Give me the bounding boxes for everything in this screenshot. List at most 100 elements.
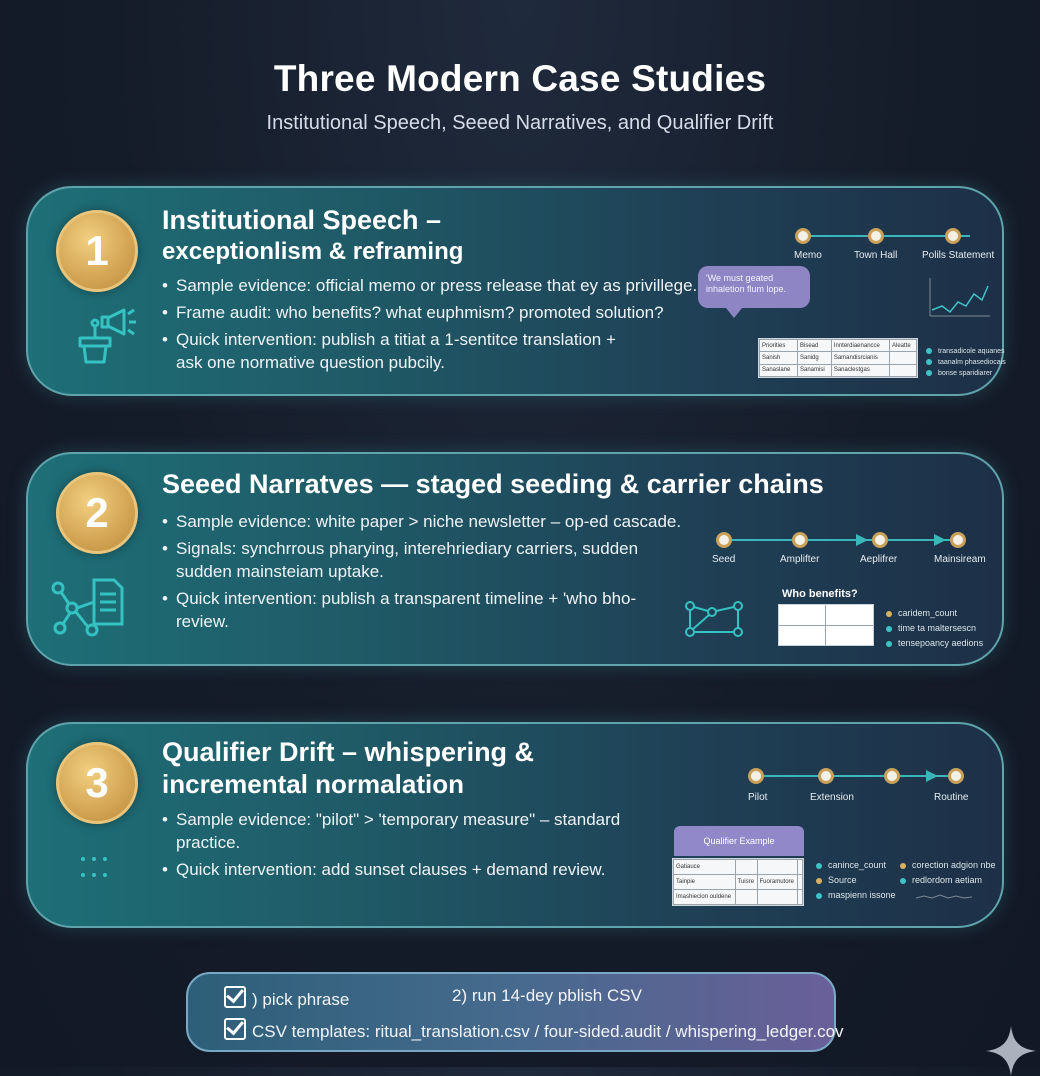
table-cell: Bisead: [797, 338, 832, 353]
legend-dot: [926, 348, 932, 355]
legend-item: caridem_count: [886, 606, 983, 621]
legend-item: transadicole aquanes: [926, 346, 1006, 357]
podium-megaphone-icon: [78, 308, 136, 364]
table-cell: Priorities: [759, 338, 798, 353]
case-number-badge: 3: [56, 742, 138, 824]
legend-dot: [816, 877, 822, 884]
legend-item: corection adgion nbe: [900, 858, 996, 873]
legend: caridem_count time ta maltersescn tensep…: [886, 606, 983, 651]
checkbox-checked-icon[interactable]: [224, 1018, 246, 1040]
timeline-label: Memo: [794, 250, 822, 261]
speech-bubble: 'We must geated inhaletion flum lope.: [698, 266, 810, 318]
legend-dot: [886, 610, 892, 617]
timeline-label: Town Hall: [854, 250, 898, 261]
bullet-sample-evidence: Sample evidence: "pilot" > 'temporary me…: [162, 808, 662, 854]
timeline-node: [818, 768, 834, 784]
action-run-publish: 2) run 14-dey pblish CSV: [452, 986, 642, 1005]
case-number-badge: 2: [56, 472, 138, 554]
speech-bubble-text: 'We must geated inhaletion flum lope.: [706, 273, 787, 294]
table-cell: Samandisrcianis: [830, 351, 890, 365]
arrow-right-icon: [856, 534, 868, 546]
qualifier-example-header: Qualifier Example: [674, 826, 804, 856]
timeline-line: [724, 539, 964, 541]
who-benefits-grid: [778, 604, 874, 646]
table-cell: Aleatte: [888, 338, 918, 353]
table-cell: Sanaclestgas: [830, 363, 890, 378]
bullet-quick-intervention: Quick intervention: publish a transparen…: [162, 587, 682, 633]
legend-item: redlordom aetiam: [900, 873, 996, 888]
legend: transadicole aquanes taanalm phasediocai…: [926, 346, 1006, 379]
case-card-qualifier-drift: 3 Qualifier Drift – whispering & increme…: [26, 722, 1004, 928]
timeline-node: [948, 768, 964, 784]
action-row-2: CSV templates: ritual_translation.csv / …: [224, 1018, 844, 1042]
case-bullets: Sample evidence: white paper > niche new…: [162, 510, 682, 637]
table-cell: [796, 874, 804, 890]
arrow-right-icon: [934, 534, 946, 546]
table-cell: [756, 859, 798, 875]
table-cell: Gatiauce: [673, 859, 736, 875]
timeline-node: [795, 228, 811, 244]
arrow-right-icon: [926, 770, 938, 782]
table-cell: Tuisre: [734, 874, 758, 890]
page-title: Three Modern Case Studies: [273, 58, 767, 99]
legend-item: taanalm phasediocais: [926, 357, 1006, 368]
timeline-line: [756, 775, 956, 777]
legend-item: canince_count: [816, 858, 896, 873]
table-cell: Sanamisi: [797, 363, 832, 378]
table-cell: Sanidg: [797, 351, 832, 365]
case-number-badge: 1: [56, 210, 138, 292]
legend-right: corection adgion nbe redlordom aetiam: [900, 858, 996, 888]
checkbox-checked-icon[interactable]: [224, 986, 246, 1008]
dots-icon: [81, 857, 107, 877]
table-cell: Sanaslane: [759, 363, 798, 378]
bullet-quick-intervention: Quick intervention: add sunset clauses +…: [162, 858, 662, 881]
timeline-line: [800, 235, 970, 237]
timeline-node: [950, 532, 966, 548]
legend-left: canince_count Source maspienn issone: [816, 858, 896, 903]
bullet-signals: Signals: synchrrous pharying, interehrie…: [162, 537, 682, 583]
table-cell: [756, 889, 798, 905]
case-title: Institutional Speech – exceptionlism & r…: [162, 204, 463, 268]
table-cell: [734, 889, 758, 905]
action-bar: ) pick phrase 2) run 14-dey pblish CSV C…: [186, 972, 844, 1052]
timeline-label: Aeplifrer: [860, 554, 898, 565]
timeline-node: [884, 768, 900, 784]
timeline-label: Extension: [810, 792, 854, 803]
legend-dot: [886, 640, 892, 647]
case-title: Qualifier Drift – whispering & increment…: [162, 736, 534, 800]
legend-dot: [816, 862, 822, 869]
bullet-sample-evidence: Sample evidence: official memo or press …: [162, 274, 722, 297]
legend-dot: [926, 359, 932, 366]
who-benefits-label: Who benefits?: [782, 588, 858, 600]
legend-item: bonse sparidiarer: [926, 368, 1006, 379]
wave-decoration: [916, 894, 972, 899]
legend-dot: [886, 625, 892, 632]
bullet-quick-intervention: Quick intervention: publish a titiat a 1…: [162, 328, 722, 374]
case-card-seed-narratives: 2 Seeed Narratves — staged seeding & car…: [26, 452, 1004, 666]
legend-item: maspienn issone: [816, 888, 896, 903]
timeline-label: Mainsiream: [934, 554, 986, 565]
timeline-label: Routine: [934, 792, 969, 803]
bullet-sample-evidence: Sample evidence: white paper > niche new…: [162, 510, 682, 533]
legend-dot: [816, 892, 822, 899]
table-cell: Innterdiaenancce: [830, 338, 890, 353]
table-cell: Sanish: [759, 351, 798, 365]
legend-dot: [926, 370, 932, 377]
trend-sparkline: [929, 278, 990, 317]
timeline-label: Amplifter: [780, 554, 820, 565]
network-document-icon: [51, 578, 124, 637]
legend-item: tensepoancy aedions: [886, 636, 983, 651]
table-cell: [796, 889, 804, 905]
table-cell: Tainpie: [673, 874, 736, 890]
table-cell: [888, 351, 918, 365]
table-cell: [796, 859, 804, 875]
table-cell: Imashiecion ouldene: [673, 889, 736, 905]
action-pick-phrase: ) pick phrase: [252, 990, 350, 1009]
timeline-label: Pilot: [748, 792, 768, 803]
case-card-institutional-speech: 1 Institutional Speech – exceptionlism &…: [26, 186, 1006, 396]
timeline-node: [872, 532, 888, 548]
timeline-node: [792, 532, 808, 548]
legend-dot: [900, 862, 906, 869]
